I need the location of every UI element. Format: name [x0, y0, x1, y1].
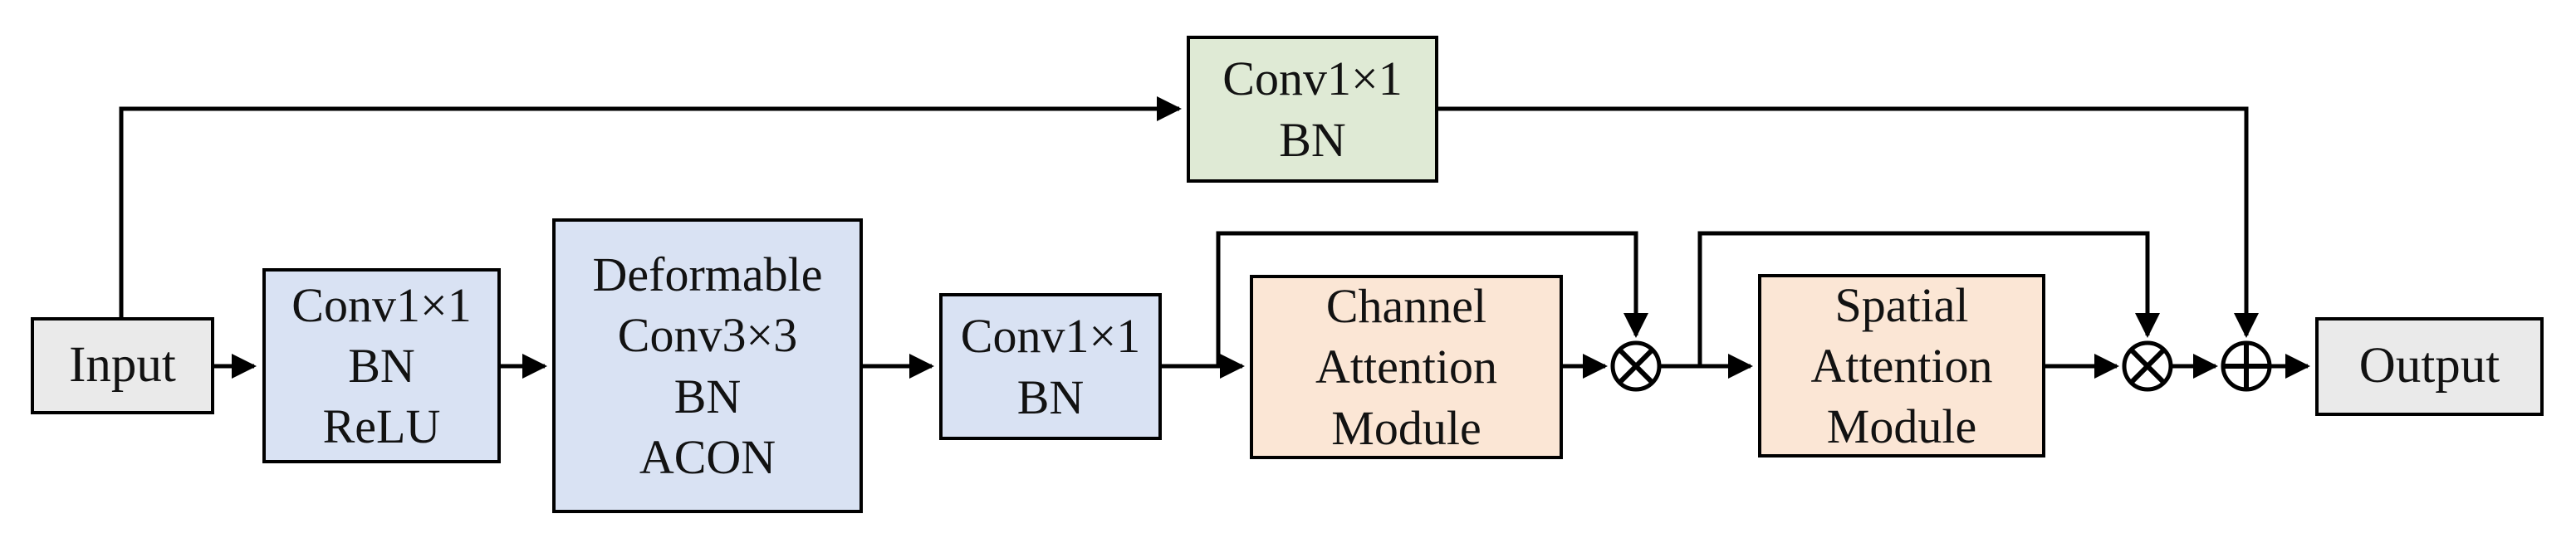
- node-channel-attention-module: Channel Attention Module: [1250, 275, 1563, 459]
- multiply-icon: [1610, 340, 1662, 392]
- add-icon: [2221, 340, 2272, 392]
- node-conv1x1-bn-relu: Conv1×1 BN ReLU: [262, 268, 501, 463]
- node-skip-conv1x1-bn: Conv1×1 BN: [1187, 36, 1438, 183]
- skip-line-to-multiply1: [1216, 231, 1648, 366]
- node-output-label: Output: [2358, 338, 2500, 394]
- multiply-icon-2: [2122, 340, 2173, 392]
- skip-line-skipconv-to-add: [1438, 106, 2259, 338]
- node-deformable-conv3x3-bn-acon: Deformable Conv3×3 BN ACON: [552, 218, 863, 513]
- node-input-label: Input: [69, 337, 176, 394]
- node-conv1x1-bn: Conv1×1 BN: [939, 293, 1162, 440]
- skip-line-to-multiply2: [1697, 231, 2160, 366]
- node-input: Input: [31, 317, 214, 414]
- skip-line-input-to-skipconv: [119, 96, 1182, 319]
- node-output: Output: [2315, 317, 2544, 416]
- node-spatial-attention-module: Spatial Attention Module: [1758, 274, 2045, 457]
